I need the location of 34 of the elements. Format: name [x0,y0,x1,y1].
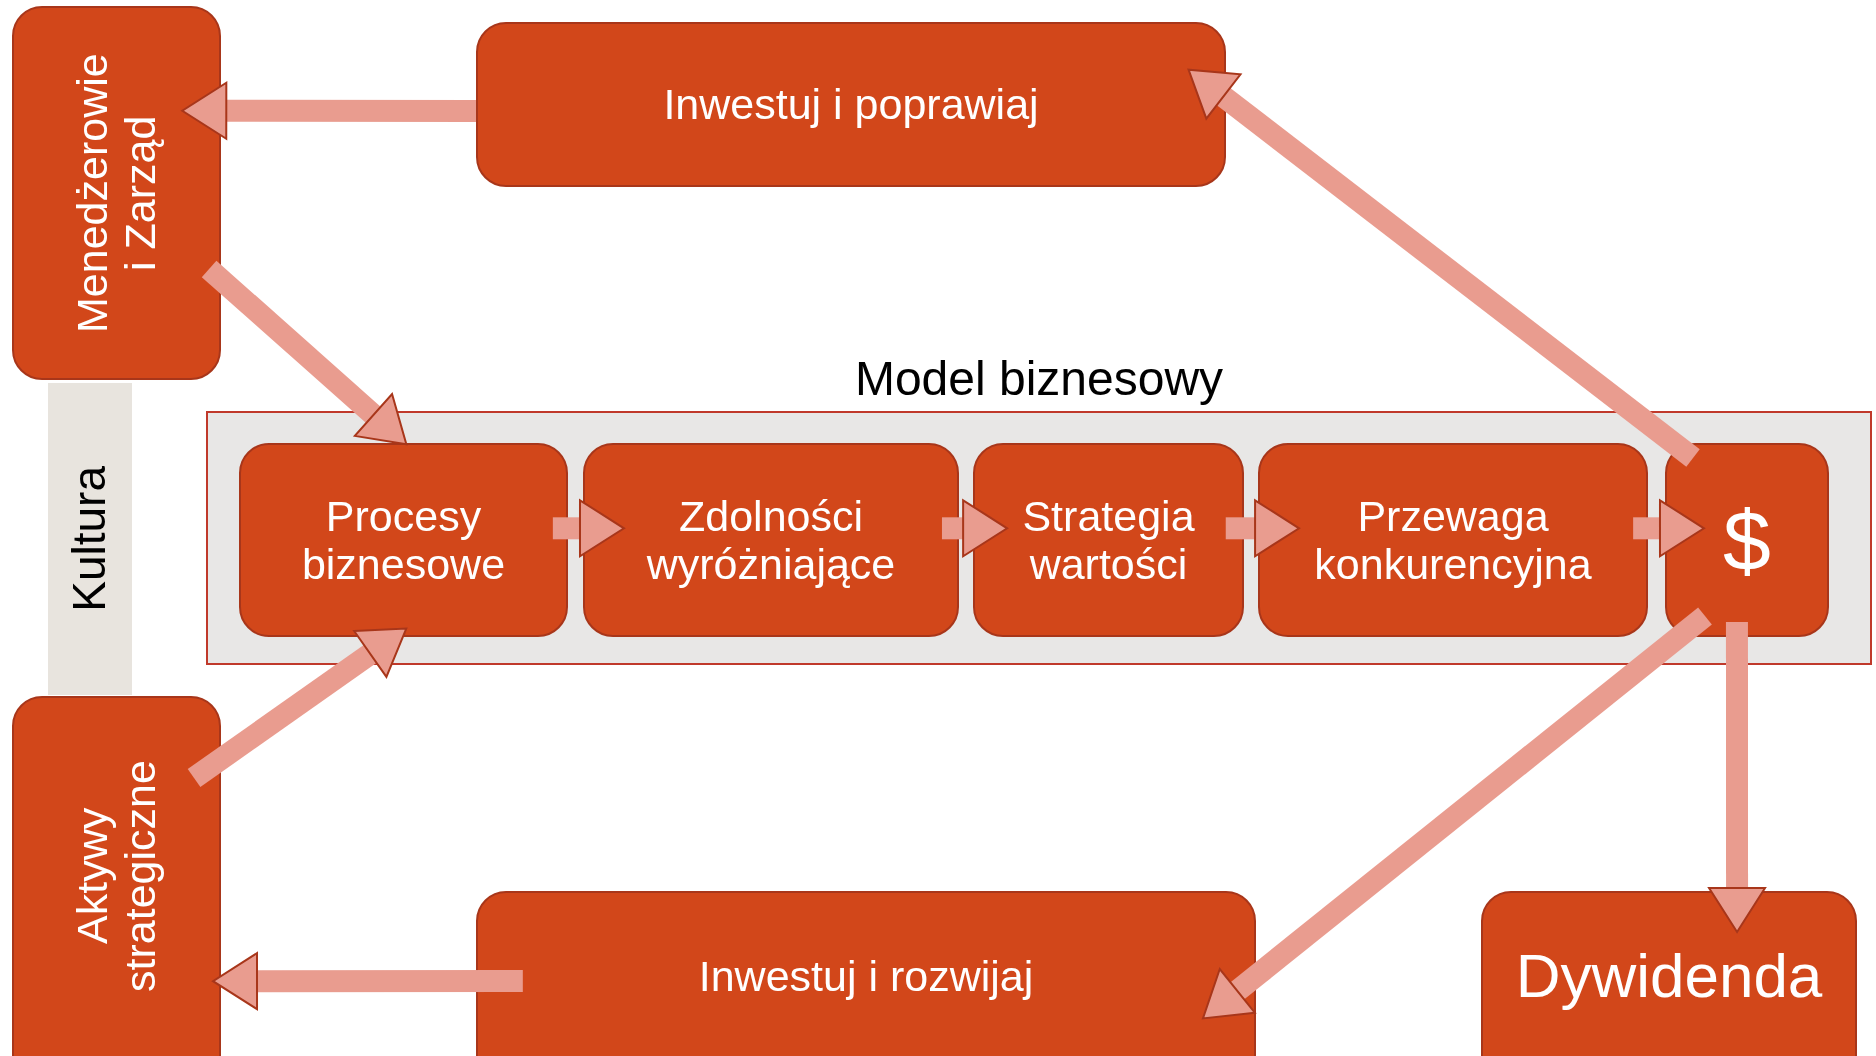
box-label: Inwestuj i poprawiaj [663,80,1039,129]
box-label: Zdolności wyróżniające [645,491,897,589]
block-arrow [212,952,523,1011]
box-label: Strategia wartości [1021,491,1196,589]
block-arrow [187,627,408,787]
process-box [476,891,1256,1056]
box-label: Przewaga konkurencyjna [1313,491,1593,589]
box-label: Inwestuj i rozwijaj [698,951,1034,1001]
process-box [239,443,568,637]
process-box [12,6,221,380]
block-arrow [181,81,476,140]
block-arrow [1225,499,1301,558]
process-box [1258,443,1648,637]
block-arrow [1633,499,1705,558]
process-box [1665,443,1829,637]
box-label: Aktywy strategiczne [68,759,165,994]
box-label: Menedżerowie i Zarząd [68,52,165,335]
process-box [973,443,1244,637]
block-arrow [201,260,408,446]
culture-band [48,383,132,695]
process-box [476,22,1226,187]
box-label: $ [1723,491,1771,589]
group-heading: Model biznesowy [853,351,1225,406]
process-box [12,696,221,1056]
block-arrow [552,499,625,558]
process-box [1481,891,1857,1056]
band-label: Kultura [64,466,116,612]
box-label: Dywidenda [1515,941,1823,1011]
process-box [583,443,959,637]
box-label: Procesy biznesowe [300,491,507,589]
block-arrow [941,499,1009,558]
block-arrow [1708,622,1767,933]
block-arrow [1201,607,1712,1020]
block-arrow [1187,68,1700,467]
